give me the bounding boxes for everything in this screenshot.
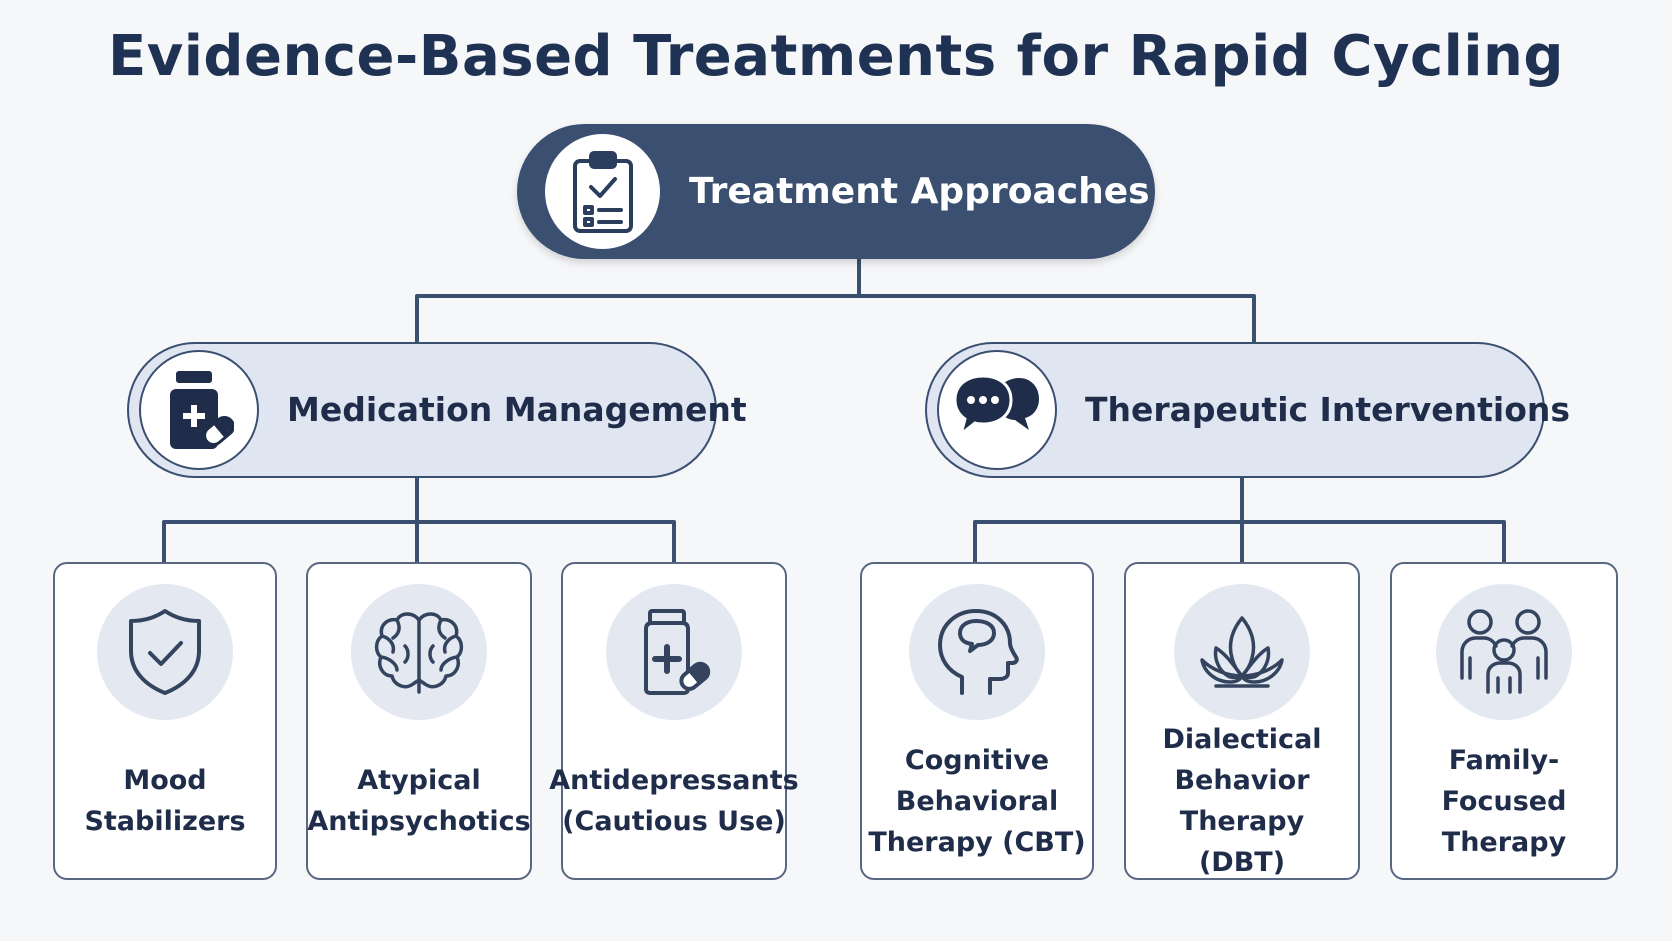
- card-icon-circle: [909, 584, 1045, 720]
- therapy-connector: [973, 478, 1506, 562]
- card-mood-stabilizers: Mood Stabilizers: [53, 562, 277, 880]
- card-atypical-antipsychotics: Atypical Antipsychotics: [306, 562, 532, 880]
- lotus-icon: [1200, 616, 1284, 688]
- card-label: Mood Stabilizers: [84, 765, 246, 837]
- medication-connector: [162, 478, 676, 562]
- card-family-focused-therapy: Family-Focused Therapy: [1390, 562, 1618, 880]
- clipboard-check-icon: [572, 150, 633, 233]
- card-cognitive-behavioral-therapy: Cognitive Behavioral Therapy (CBT): [860, 562, 1094, 880]
- card-icon-circle: [1436, 584, 1572, 720]
- diagram-title: Evidence-Based Treatments for Rapid Cycl…: [107, 24, 1565, 89]
- card-label: Dialectical Behavior Therapy (DBT): [1162, 724, 1322, 878]
- head-speech-icon: [938, 609, 1019, 695]
- root-label: Treatment Approaches: [689, 171, 1150, 212]
- branch-icon-circle: [139, 350, 259, 470]
- shield-check-icon: [129, 609, 201, 695]
- card-icon-circle: [97, 584, 233, 720]
- card-label: Family-Focused Therapy: [1441, 744, 1567, 858]
- root-node: Treatment Approaches: [517, 124, 1155, 259]
- chat-bubbles-icon: [953, 374, 1039, 438]
- card-icon-circle: [351, 584, 487, 720]
- root-icon-circle: [545, 134, 660, 249]
- card-label: Cognitive Behavioral Therapy (CBT): [868, 744, 1086, 858]
- branch-label: Medication Management: [287, 390, 747, 429]
- branch-label: Therapeutic Interventions: [1085, 390, 1571, 429]
- card-antidepressants: Antidepressants (Cautious Use): [549, 562, 799, 880]
- card-label: Antidepressants (Cautious Use): [549, 765, 799, 837]
- medicine-bottle-icon: [170, 371, 234, 449]
- branch-therapeutic-interventions: Therapeutic Interventions: [925, 342, 1570, 478]
- family-icon: [1460, 609, 1548, 694]
- branch-medication-management: Medication Management: [127, 342, 747, 478]
- branch-icon-circle: [937, 350, 1057, 470]
- root-to-branches-connector: [415, 259, 1256, 342]
- brain-icon: [374, 612, 464, 694]
- card-icon-circle: [606, 584, 742, 720]
- card-dialectical-behavior-therapy: Dialectical Behavior Therapy (DBT): [1124, 562, 1360, 880]
- card-label: Atypical Antipsychotics: [307, 765, 531, 837]
- medicine-bottle-icon: [644, 609, 711, 695]
- card-icon-circle: [1174, 584, 1310, 720]
